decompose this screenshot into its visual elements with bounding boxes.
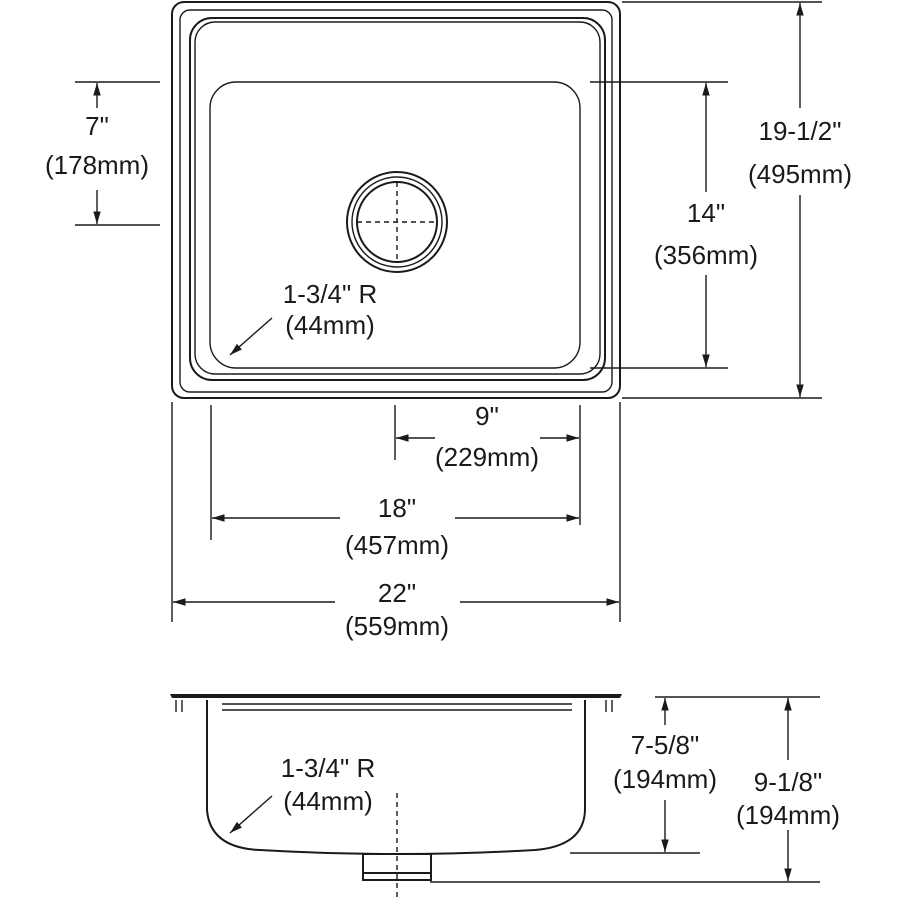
svg-text:(194mm): (194mm) [613,764,717,794]
dimension-drain-center: 9" (229mm) [394,401,581,525]
top-view: 7" (178mm) 14" (356mm) 19-1/2" (495mm) [45,1,852,641]
svg-text:(44mm): (44mm) [285,310,375,340]
svg-text:18": 18" [378,493,416,523]
svg-text:(178mm): (178mm) [45,150,149,180]
svg-text:(229mm): (229mm) [435,442,539,472]
dimension-bowl-depth: 7-5/8" (194mm) [570,696,820,854]
dimension-corner-radius-top: 1-3/4" R (44mm) [229,279,378,356]
sink-rim-outline [171,1,621,399]
svg-text:7-5/8": 7-5/8" [631,730,700,760]
dimension-overall-depth: 9-1/8" (194mm) [430,698,840,883]
dimension-overall-length: 19-1/2" (495mm) [622,1,852,399]
dimension-corner-radius-side: 1-3/4" R (44mm) [229,753,376,834]
bowl-floor [209,81,581,369]
svg-text:(495mm): (495mm) [748,159,852,189]
bowl-top-edge [189,17,606,381]
dimension-drain-offset: 7" (178mm) [45,81,160,226]
svg-text:(194mm): (194mm) [736,800,840,830]
side-rim [170,694,622,698]
bowl-profile [206,700,586,855]
svg-text:(356mm): (356mm) [654,240,758,270]
side-view: 7-5/8" (194mm) 9-1/8" (194mm) 1-3/4" R (… [170,694,840,900]
clip-icon [175,700,613,712]
svg-text:(559mm): (559mm) [345,611,449,641]
dimension-bowl-width: 18" (457mm) [210,405,579,560]
drain-outlet [362,853,432,881]
svg-text:19-1/2": 19-1/2" [759,116,842,146]
svg-text:(457mm): (457mm) [345,530,449,560]
svg-text:9": 9" [475,401,499,431]
svg-text:14": 14" [687,198,725,228]
dimension-bowl-length: 14" (356mm) [590,81,758,369]
svg-text:22": 22" [378,578,416,608]
svg-text:7": 7" [85,111,109,141]
sink-rim-inner [179,9,613,393]
svg-text:9-1/8": 9-1/8" [754,767,823,797]
svg-text:(44mm): (44mm) [283,786,373,816]
dimension-overall-width: 22" (559mm) [171,402,621,641]
svg-text:1-3/4" R: 1-3/4" R [281,753,376,783]
svg-text:1-3/4" R: 1-3/4" R [283,279,378,309]
drain-icon [346,171,448,273]
